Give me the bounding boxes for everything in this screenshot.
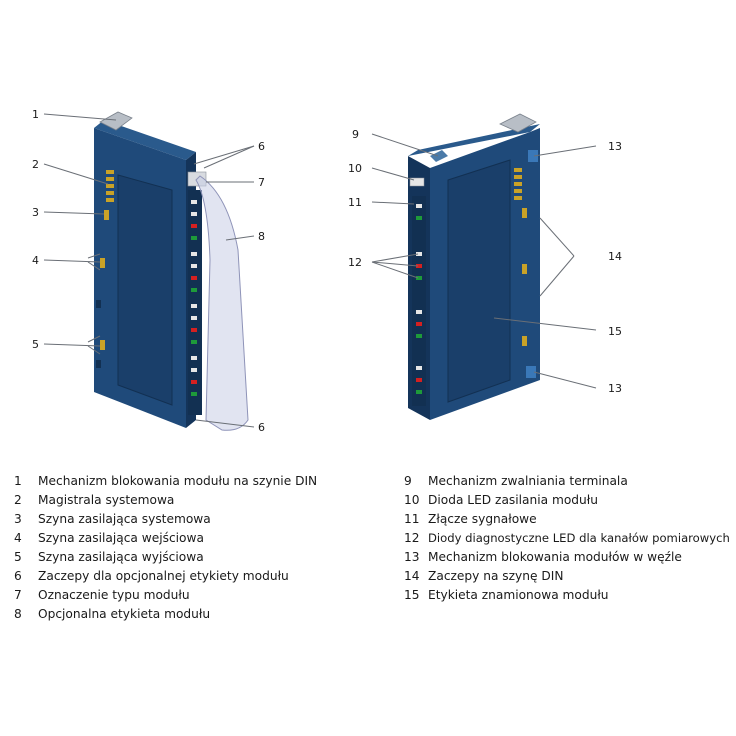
legend-num: 11	[404, 512, 420, 526]
callout-13-top: 13	[608, 140, 622, 153]
legend: 1 Mechanizm blokowania modułu na szynie …	[0, 472, 736, 632]
callout-13-bottom: 13	[608, 382, 622, 395]
callout-1: 1	[32, 108, 39, 121]
legend-text: Magistrala systemowa	[38, 493, 175, 507]
legend-text: Opcjonalna etykieta modułu	[38, 607, 211, 621]
legend-num: 15	[404, 588, 420, 602]
legend-text: Oznaczenie typu modułu	[38, 588, 190, 602]
legend-num: 10	[404, 493, 420, 507]
legend-text: Zaczepy dla opcjonalnej etykiety modułu	[38, 569, 289, 583]
right-lock-latch-top	[499, 113, 537, 133]
legend-text: Diody diagnostyczne LED dla kanałów pomi…	[428, 531, 730, 545]
system-power-rail	[104, 210, 109, 220]
legend-num: 1	[14, 474, 22, 488]
legend-num: 14	[404, 569, 420, 583]
legend-num: 2	[14, 493, 22, 507]
input-power-rail	[100, 258, 105, 268]
legend-text: Mechanizm zwalniania terminala	[428, 474, 628, 488]
left-led-column	[188, 190, 202, 415]
callout-14: 14	[608, 250, 622, 263]
callout-6-bottom: 6	[258, 421, 265, 434]
callout-8: 8	[258, 230, 265, 243]
module-diagram: 1 2 3 4 5 6 7 8 6	[32, 108, 622, 434]
callout-2: 2	[32, 158, 39, 171]
left-module	[94, 111, 249, 431]
din-clip-contact-1	[522, 208, 527, 218]
right-module-recess	[447, 159, 511, 403]
legend-text: Dioda LED zasilania modułu	[428, 493, 598, 507]
callout-5: 5	[32, 338, 39, 351]
legend-num: 13	[404, 550, 420, 564]
callout-15: 15	[608, 325, 622, 338]
legend-num: 8	[14, 607, 22, 621]
callout-10: 10	[348, 162, 362, 175]
legend-text: Zaczepy na szynę DIN	[428, 569, 564, 583]
legend-num: 3	[14, 512, 22, 526]
terminal-release	[430, 150, 448, 162]
right-bus-contacts	[514, 168, 522, 200]
legend-text: Złącze sygnałowe	[428, 512, 537, 526]
callout-3: 3	[32, 206, 39, 219]
legend-num: 7	[14, 588, 22, 602]
legend-num: 6	[14, 569, 22, 583]
din-lock-latch	[99, 111, 133, 131]
legend-text: Szyna zasilająca wyjściowa	[38, 550, 204, 564]
legend-num: 4	[14, 531, 22, 545]
legend-num: 5	[14, 550, 22, 564]
callout-11: 11	[348, 196, 362, 209]
callout-9: 9	[352, 128, 359, 141]
legend-num: 9	[404, 474, 412, 488]
callout-12: 12	[348, 256, 362, 269]
callout-4: 4	[32, 254, 39, 267]
output-power-rail	[100, 340, 105, 350]
left-leaders	[43, 113, 255, 428]
optional-module-label	[195, 175, 249, 431]
right-leaders	[371, 133, 597, 389]
legend-num: 12	[404, 531, 420, 545]
legend-text: Etykieta znamionowa modułu	[428, 588, 609, 602]
legend-text: Mechanizm blokowania modułów w węźle	[428, 550, 682, 564]
node-lock-bottom	[526, 366, 536, 378]
right-module-top	[408, 124, 540, 156]
callout-6-top: 6	[258, 140, 265, 153]
right-led-column	[412, 196, 426, 406]
legend-text: Mechanizm blokowania modułu na szynie DI…	[38, 474, 318, 488]
left-module-recess	[117, 174, 173, 406]
power-led	[409, 177, 425, 187]
left-module-side	[94, 120, 196, 160]
node-lock-top	[528, 150, 538, 162]
callout-7: 7	[258, 176, 265, 189]
din-clip-contact-2	[522, 264, 527, 274]
din-clip-contact-3	[522, 336, 527, 346]
right-module	[408, 113, 540, 420]
legend-text: Szyna zasilająca systemowa	[38, 512, 211, 526]
system-bus-contacts	[106, 170, 114, 202]
legend-text: Szyna zasilająca wejściowa	[38, 531, 204, 545]
